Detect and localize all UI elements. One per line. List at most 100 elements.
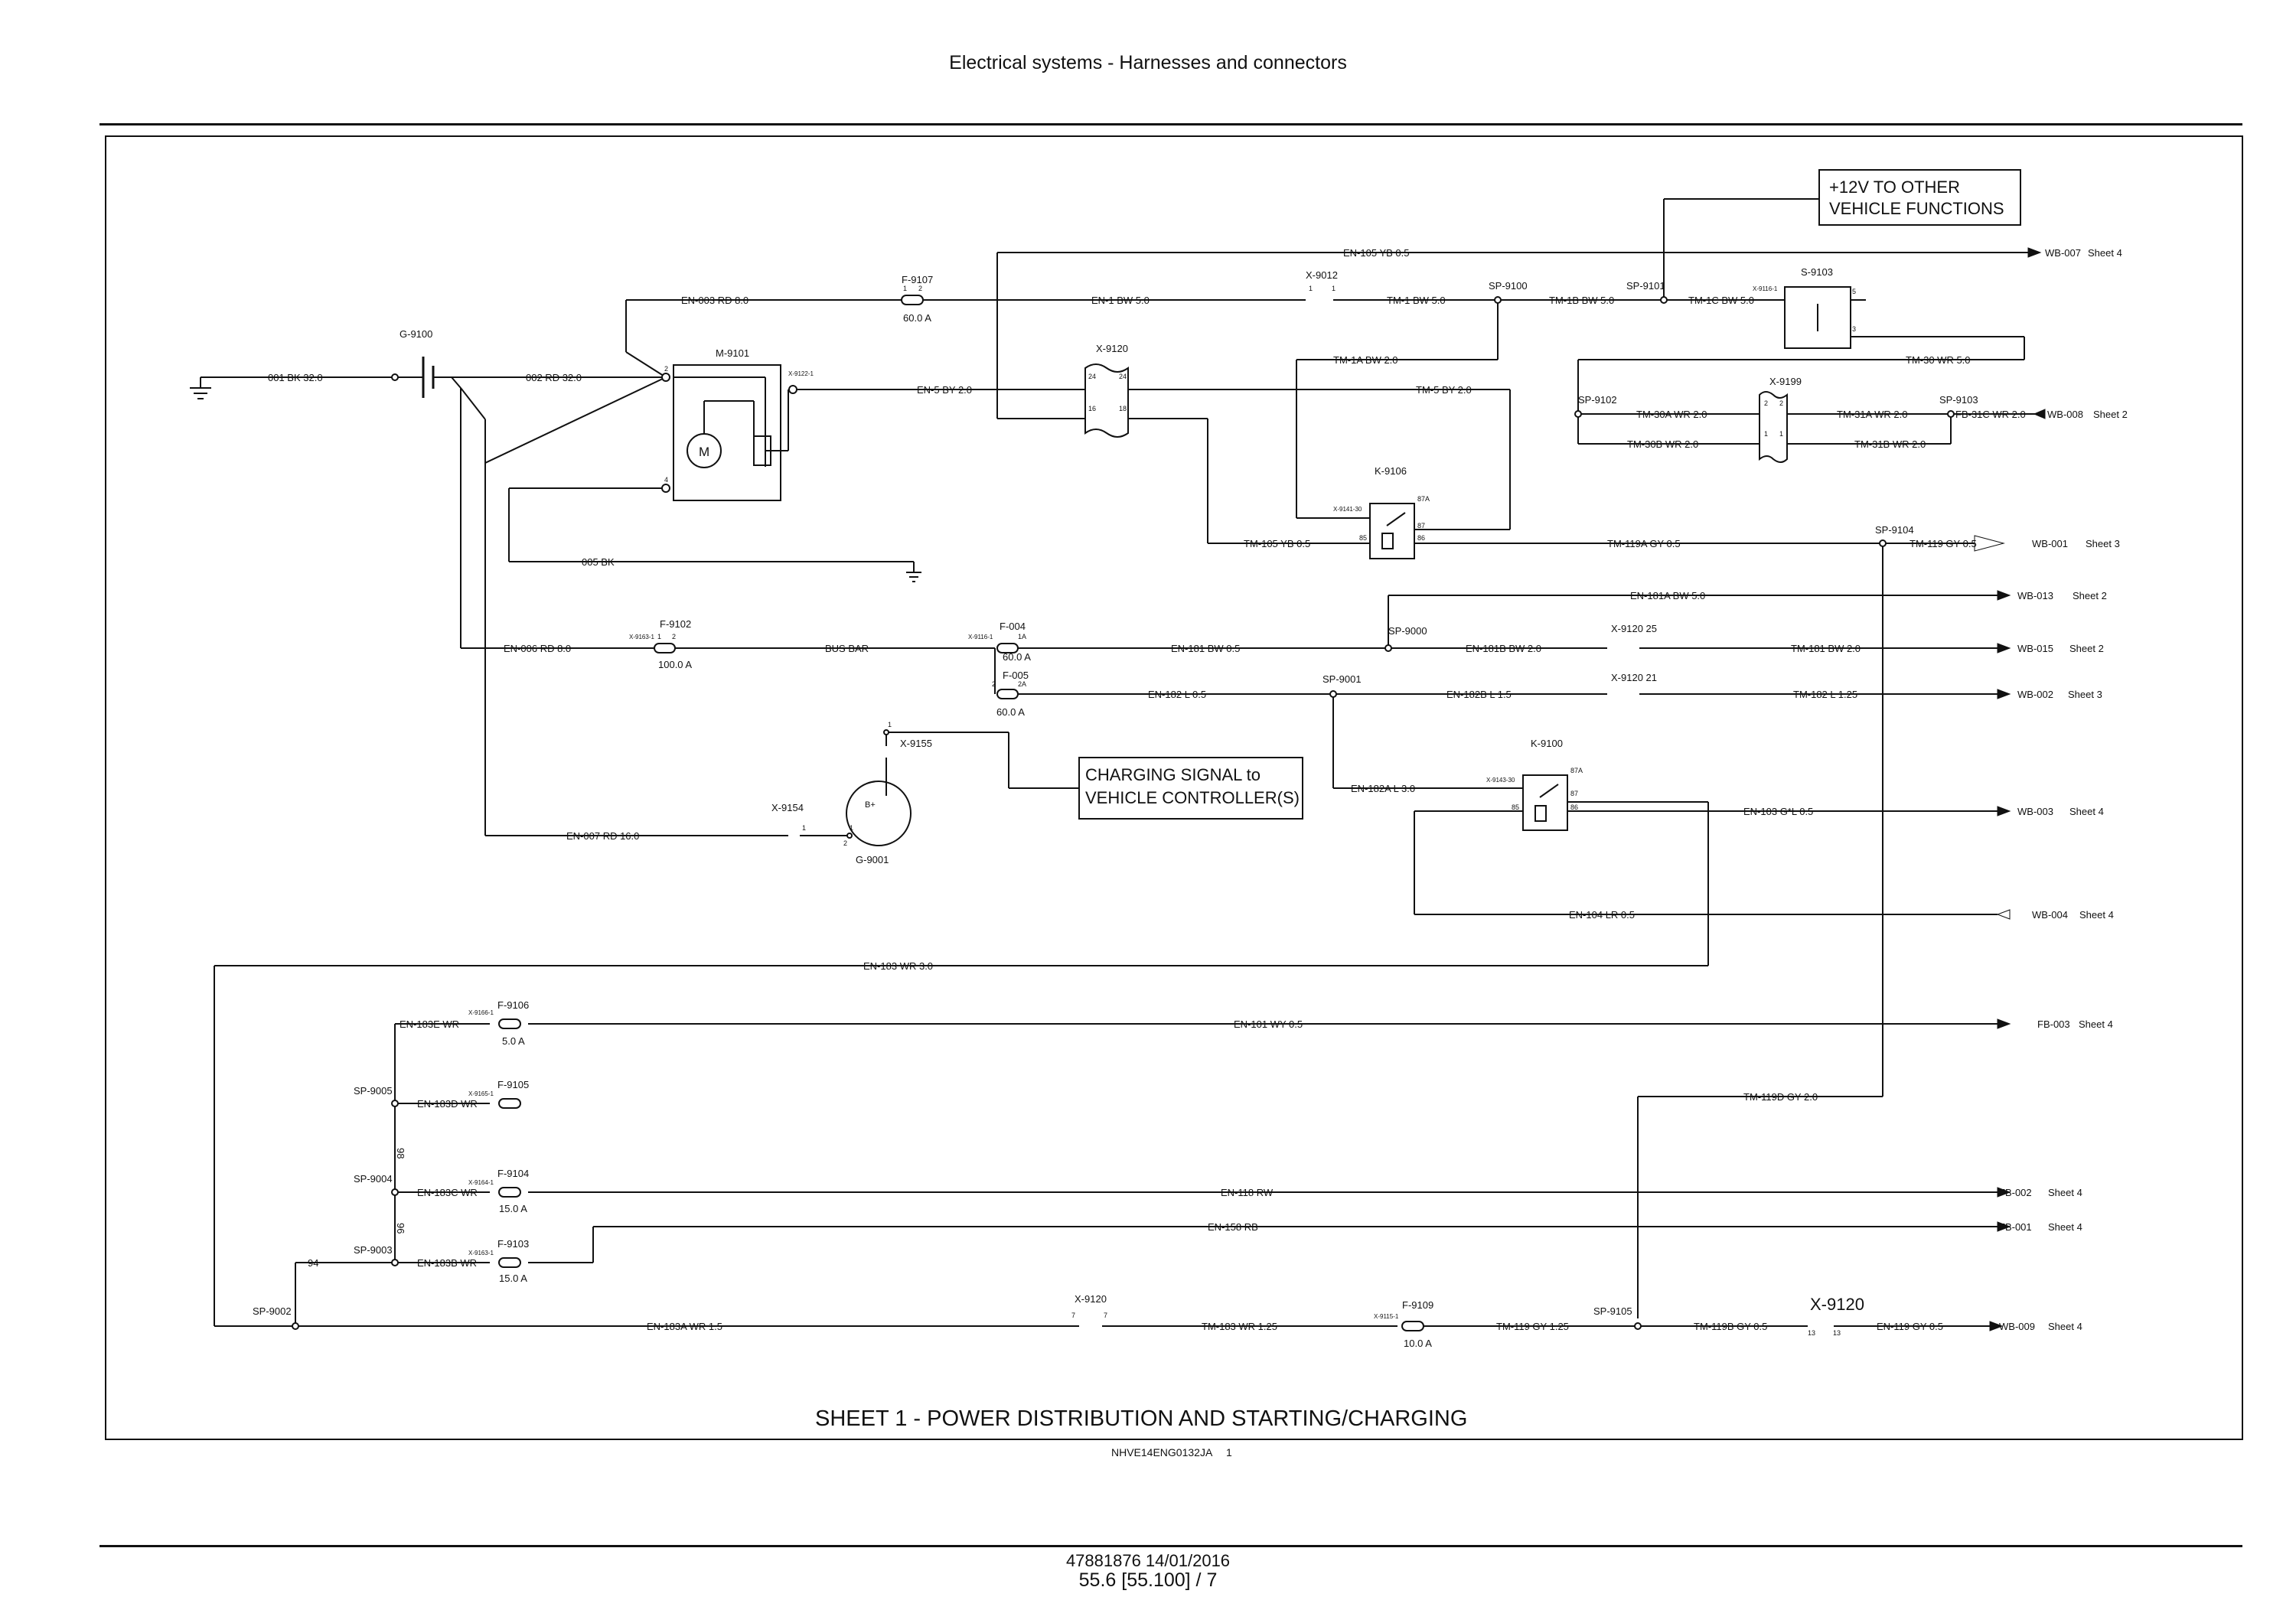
wire-tm119a: TM-119A GY 0.5 xyxy=(1607,538,1681,549)
wire-001: 001 BK 32.0 xyxy=(268,372,323,383)
splice-sp9000 xyxy=(1384,644,1392,652)
svg-text:1: 1 xyxy=(657,633,661,640)
label-x9120-lower: X-9120 xyxy=(1075,1293,1107,1305)
dest-wb009: WB-009 xyxy=(1999,1321,2035,1332)
image-reference-number: 1 xyxy=(1226,1446,1232,1458)
splice-sp9102 xyxy=(1574,410,1582,418)
label-x9120-big: X-9120 xyxy=(1810,1295,1864,1314)
dest-wb015-sheet: Sheet 2 xyxy=(2069,643,2104,654)
fuse-f9103 xyxy=(498,1257,521,1268)
dest-wb002: WB-002 xyxy=(2017,689,2053,700)
wire-fb31c: FB-31C WR 2.0 xyxy=(1955,409,2026,420)
label-x9120-25: X-9120 25 xyxy=(1611,623,1657,634)
svg-text:87: 87 xyxy=(1570,790,1578,797)
charging-signal-line2: VEHICLE CONTROLLER(S) xyxy=(1085,788,1300,807)
svg-text:7: 7 xyxy=(1104,1312,1107,1319)
svg-text:24: 24 xyxy=(1119,373,1127,380)
svg-text:1: 1 xyxy=(1332,285,1336,292)
wire-tm31b: TM-31B WR 2.0 xyxy=(1854,438,1926,450)
label-x9163b: X-9163-1 xyxy=(468,1250,494,1256)
splice-sp9105 xyxy=(1634,1322,1642,1330)
relay-k9106 xyxy=(1369,503,1415,559)
svg-text:13: 13 xyxy=(1808,1329,1815,1337)
label-x9122: X-9122-1 xyxy=(788,370,814,377)
dest-fb003-sheet: Sheet 4 xyxy=(2079,1018,2113,1030)
label-f9109-rating: 10.0 A xyxy=(1404,1338,1432,1349)
svg-text:1: 1 xyxy=(1309,285,1313,292)
svg-text:86: 86 xyxy=(1570,803,1578,811)
label-x9143: X-9143-30 xyxy=(1486,777,1515,784)
dest-fb001-sheet: Sheet 4 xyxy=(2048,1221,2082,1233)
dest-wb001-sheet: Sheet 3 xyxy=(2086,538,2120,549)
dest-wb013: WB-013 xyxy=(2017,590,2053,601)
label-f005: F-005 xyxy=(1003,670,1029,681)
fuse-f9106 xyxy=(498,1018,521,1029)
label-s9103: S-9103 xyxy=(1801,266,1833,278)
image-reference: NHVE14ENG0132JA xyxy=(1111,1446,1213,1458)
label-f9106: F-9106 xyxy=(497,999,529,1011)
label-sp9001: SP-9001 xyxy=(1322,673,1362,685)
wire-96: 96 xyxy=(395,1223,406,1234)
wire-tm30: TM-30 WR 5.0 xyxy=(1906,354,1971,366)
splice-sp9100 xyxy=(1494,296,1502,304)
wire-en104: EN-104 LR 0.5 xyxy=(1569,909,1635,921)
svg-text:2: 2 xyxy=(992,680,996,688)
wire-tm1a: TM-1A BW 2.0 xyxy=(1333,354,1398,366)
splice-sp9002 xyxy=(292,1322,299,1330)
svg-text:18: 18 xyxy=(1119,405,1127,412)
label-f005-rating: 60.0 A xyxy=(996,706,1025,718)
dest-wb003-sheet: Sheet 4 xyxy=(2069,806,2104,817)
wire-en182: EN-182 L 0.5 xyxy=(1148,689,1206,700)
svg-text:2: 2 xyxy=(1764,399,1768,407)
label-f9107-rating: 60.0 A xyxy=(903,312,931,324)
label-g9100: G-9100 xyxy=(400,328,432,340)
label-f9102: F-9102 xyxy=(660,618,691,630)
dest-wb009-sheet: Sheet 4 xyxy=(2048,1321,2082,1332)
fuse-f9102 xyxy=(654,643,676,653)
wire-en5: EN-5 BY 2.0 xyxy=(917,384,972,396)
fuse-symbols xyxy=(498,295,1424,1331)
dest-fb002-sheet: Sheet 4 xyxy=(2048,1187,2082,1198)
splice-sp9101 xyxy=(1660,296,1668,304)
svg-text:1: 1 xyxy=(1779,430,1783,438)
label-motor: M xyxy=(699,445,709,459)
other-functions-line2: VEHICLE FUNCTIONS xyxy=(1829,199,2004,218)
dest-wb007: WB-007 xyxy=(2045,247,2081,259)
label-f9103: F-9103 xyxy=(497,1238,529,1250)
label-x9116b: X-9116-1 xyxy=(968,634,993,640)
label-f9105: F-9105 xyxy=(497,1079,529,1090)
svg-text:87A: 87A xyxy=(1570,767,1583,774)
label-f004-rating: 60.0 A xyxy=(1003,651,1031,663)
wire-005: 005 BK xyxy=(582,556,615,568)
label-x9166: X-9166-1 xyxy=(468,1009,494,1016)
wire-tm1: TM-1 BW 5.0 xyxy=(1387,295,1446,306)
fuse-f005 xyxy=(996,689,1019,699)
label-x9164: X-9164-1 xyxy=(468,1179,494,1186)
label-f9104: F-9104 xyxy=(497,1168,529,1179)
svg-text:5: 5 xyxy=(1852,288,1856,295)
dest-wb008: WB-008 xyxy=(2047,409,2083,420)
other-functions-box xyxy=(1818,169,2021,226)
label-m9101: M-9101 xyxy=(716,347,749,359)
label-x9115: X-9115-1 xyxy=(1374,1313,1399,1320)
svg-text:3: 3 xyxy=(1852,325,1856,333)
wire-en183b: EN-183B WR xyxy=(417,1257,477,1269)
svg-text:1: 1 xyxy=(1764,430,1768,438)
wire-tm31a: TM-31A WR 2.0 xyxy=(1837,409,1907,420)
wire-002: 002 RD 32.0 xyxy=(526,372,582,383)
label-sp9004: SP-9004 xyxy=(354,1173,393,1185)
other-functions-line1: +12V TO OTHER xyxy=(1829,178,1960,197)
label-sp9103: SP-9103 xyxy=(1939,394,1978,406)
label-g9001: G-9001 xyxy=(856,854,889,865)
fuse-f9104 xyxy=(498,1187,521,1198)
label-sp9000: SP-9000 xyxy=(1388,625,1427,637)
label-k9106: K-9106 xyxy=(1375,465,1407,477)
footer-rule xyxy=(99,1545,2242,1547)
wire-en183c: EN-183C WR xyxy=(417,1187,478,1198)
dest-fb001: FB-001 xyxy=(1999,1221,2032,1233)
wire-tm181: TM-181 BW 2.0 xyxy=(1791,643,1861,654)
relay-k9100 xyxy=(1522,774,1568,831)
wire-tm1c: TM-1C BW 5.0 xyxy=(1688,295,1754,306)
label-x9165: X-9165-1 xyxy=(468,1090,494,1097)
